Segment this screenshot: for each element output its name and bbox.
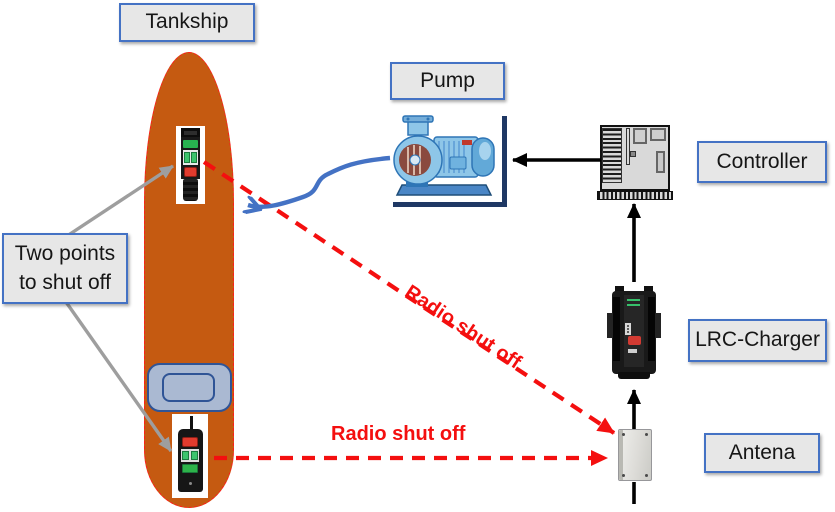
screw-icon <box>645 433 648 436</box>
antenna-junction-box-icon <box>612 421 657 488</box>
screw-icon <box>622 474 625 477</box>
lrc-charger-label-text: LRC-Charger <box>695 328 820 352</box>
controller-module <box>633 128 647 144</box>
handheld-remote-antenna-icon <box>172 414 208 498</box>
controller-label: Controller <box>697 141 827 183</box>
pump-illustration <box>393 115 495 196</box>
remote-green-button <box>184 152 190 163</box>
lrc-charger-label: LRC-Charger <box>688 319 827 362</box>
antena-label-text: Antena <box>728 440 796 464</box>
lrc-charger-icon <box>604 284 664 382</box>
remote-red-button <box>184 167 197 177</box>
charger-clamp <box>655 313 661 338</box>
two-points-callout: Two points to shut off <box>2 233 128 304</box>
remote-red-button <box>182 437 198 447</box>
charger-foot <box>618 372 650 379</box>
blue-signal-curve-pump-to-remote <box>248 155 391 207</box>
charger-rail <box>613 297 620 361</box>
pump-label: Pump <box>390 62 505 100</box>
controller-unit-icon <box>597 124 673 202</box>
controller-slot-bar <box>626 128 630 165</box>
charger-label-tag <box>628 349 637 353</box>
antena-label: Antena <box>704 433 820 473</box>
pump-label-text: Pump <box>420 68 475 92</box>
remote-antenna <box>190 416 193 430</box>
remote-green-label <box>183 140 198 148</box>
controller-module <box>650 128 666 141</box>
tankship-label: Tankship <box>119 3 255 42</box>
antenna-enclosure <box>618 429 652 481</box>
deckhouse-hatch <box>162 373 215 402</box>
remote-handle <box>183 179 198 201</box>
charger-rail <box>648 297 655 361</box>
charger-leds <box>627 299 640 306</box>
controller-heatsink <box>602 128 622 183</box>
charger-bracket <box>615 286 624 293</box>
radio-shut-off-text-horizontal: Radio shut off <box>331 423 466 445</box>
antenna-enclosure-edge <box>619 430 623 480</box>
remote-green-button <box>182 451 189 460</box>
controller-label-text: Controller <box>716 149 808 173</box>
radio-shut-off-text-diagonal: Radio shut off <box>400 281 526 374</box>
handheld-remote-icon <box>176 126 205 204</box>
charger-connector <box>625 323 631 335</box>
two-points-callout-text: Two points to shut off <box>14 242 116 294</box>
screw-icon <box>645 474 648 477</box>
controller-port <box>656 151 665 173</box>
controller-terminal-strip <box>597 191 673 200</box>
remote-green-button <box>191 451 198 460</box>
screw-icon <box>622 433 625 436</box>
controller-chip <box>630 151 636 157</box>
deckhouse <box>147 363 232 412</box>
pump-icon <box>388 111 502 202</box>
remote-screen <box>184 131 197 135</box>
charger-bracket <box>644 286 653 293</box>
remote-led <box>189 482 192 485</box>
remote-green-button <box>191 152 197 163</box>
charger-red-button <box>628 336 641 345</box>
remote-green-button <box>182 464 198 473</box>
tankship-label-text: Tankship <box>145 10 229 34</box>
